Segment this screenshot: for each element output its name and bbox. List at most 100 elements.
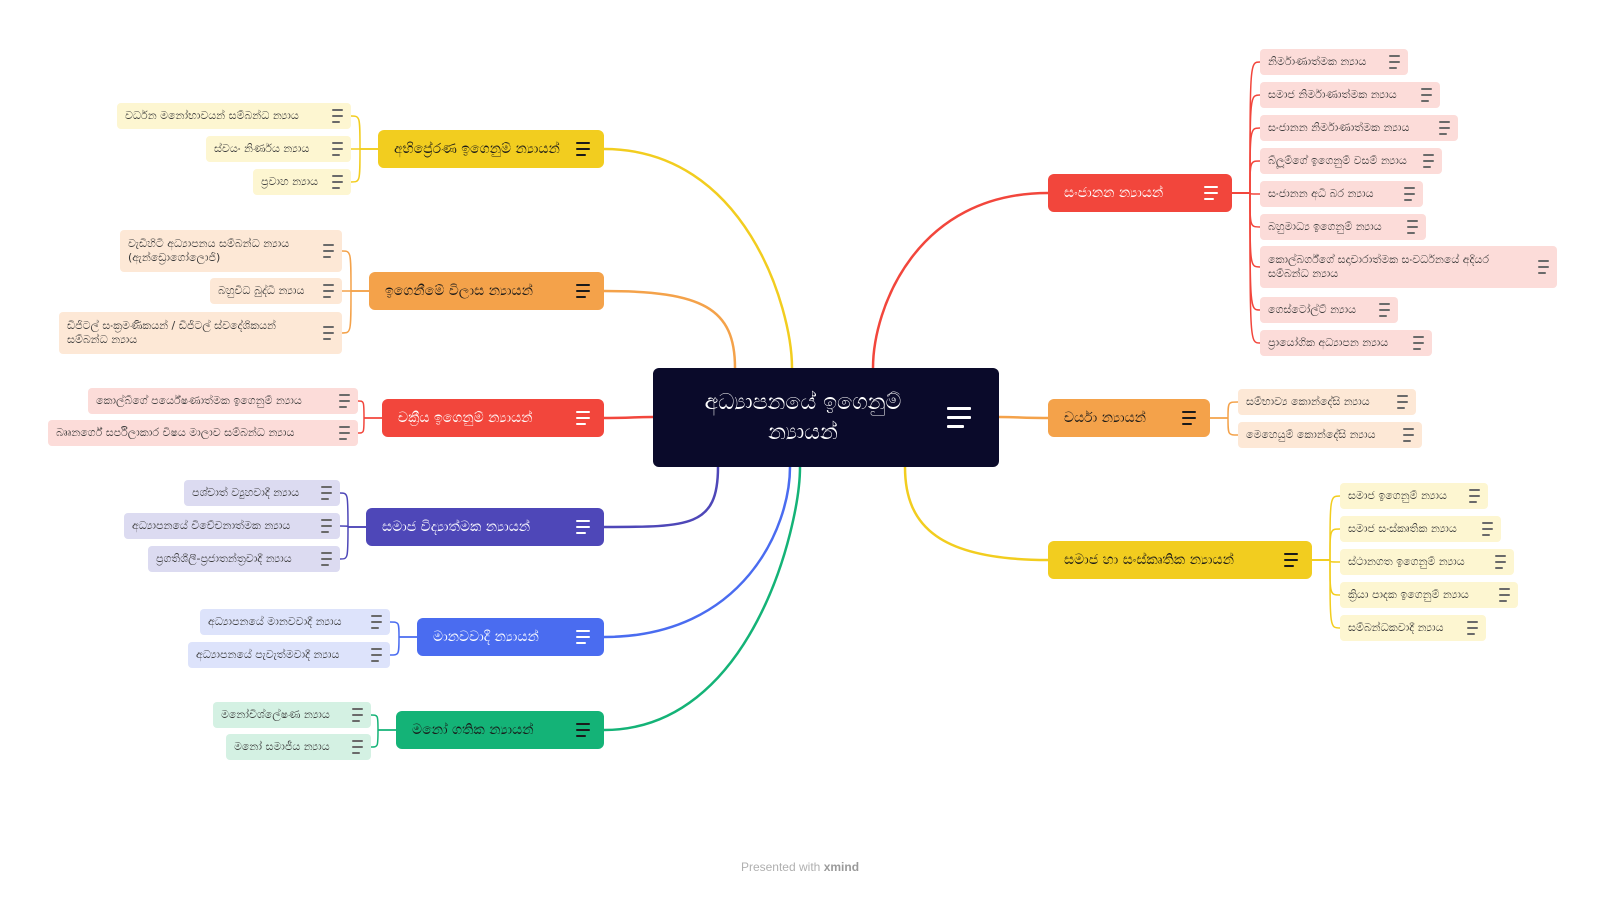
subtopic-label: මෙහෙයුම් කොන්දේසි න්‍යාය [1246, 428, 1376, 441]
subtopic-label: කොල්බර්ග්ගේ සදාචාරාත්මක සංවර්ධනයේ අදියර … [1268, 253, 1489, 280]
notes-icon [332, 140, 343, 158]
notes-icon [1379, 301, 1390, 319]
connector-line [1232, 192, 1261, 268]
subtopic-label: මනෝවිශ්ලේෂණ න්‍යාය [221, 708, 330, 721]
subtopic-label: සමාජ ඉගෙනුම් න්‍යාය [1348, 489, 1447, 502]
subtopic-motivation-3[interactable]: ප්‍රවාහ න්‍යාය [253, 169, 351, 195]
subtopic-sociological-1[interactable]: පශ්චාත් ව්‍යුහවාදී න්‍යාය [184, 480, 340, 506]
connector-line [603, 147, 794, 369]
main-topic-sociocultural[interactable]: සමාජ හා සංස්කෘතික න්‍යායන් [1048, 541, 1312, 579]
main-topic-label: මානවවාදී න්‍යායන් [433, 629, 539, 645]
notes-icon [323, 324, 334, 342]
main-topic-psychodynamic[interactable]: මනෝ ගතික න්‍යායන් [396, 711, 604, 749]
connector-line [1210, 417, 1239, 436]
footer-prefix: Presented with [740, 860, 821, 874]
subtopic-motivation-2[interactable]: ස්වයං නිර්ණය න්‍යාය [206, 136, 351, 162]
subtopic-styles-2[interactable]: බහුවිධ බුද්ධි න්‍යාය [210, 278, 342, 304]
subtopic-label: සම්භාව්‍ය කොන්දේසි න්‍යාය [1246, 395, 1370, 408]
subtopic-cognitive-2[interactable]: සමාජ නිර්මාණාත්මක න්‍යාය [1260, 82, 1440, 108]
connector-line [370, 714, 396, 731]
subtopic-label: ස්වයං නිර්ණය න්‍යාය [214, 142, 310, 155]
subtopic-cognitive-5[interactable]: සංජානන අධි බර න්‍යාය [1260, 181, 1423, 207]
connector-line [998, 415, 1049, 420]
notes-icon [332, 173, 343, 191]
subtopic-sociocultural-1[interactable]: සමාජ ඉගෙනුම් න්‍යාය [1340, 483, 1488, 509]
subtopic-label: අධ්‍යාපනයේ විවේචනාත්මක න්‍යාය [132, 519, 291, 532]
connector-line [1312, 559, 1341, 596]
subtopic-label: සමාජ නිර්මාණාත්මක න්‍යාය [1268, 88, 1397, 101]
subtopic-label: ගෙස්ටෝල්ට් න්‍යාය [1268, 303, 1357, 316]
connector-line [1232, 192, 1261, 311]
notes-icon [576, 518, 590, 536]
connector-line [603, 289, 737, 369]
subtopic-label: ක්‍රියා පාදක ඉගෙනුම් න්‍යාය [1348, 588, 1469, 601]
subtopic-cognitive-1[interactable]: නිර්මාණාත්මක න්‍යාය [1260, 49, 1408, 75]
main-topic-cyclic[interactable]: චක්‍රීය ඉගෙනුම් න්‍යායන් [382, 399, 604, 437]
subtopic-cognitive-8[interactable]: ගෙස්ටෝල්ට් න්‍යාය [1260, 297, 1398, 323]
main-topic-styles[interactable]: ඉගෙනීමේ විලාස න්‍යායන් [369, 272, 604, 310]
main-topic-label: සමාජ හා සංස්කෘතික න්‍යායන් [1064, 552, 1234, 568]
main-topic-sociological[interactable]: සමාජ විද්‍යාත්මක න්‍යායන් [366, 508, 604, 546]
subtopic-cognitive-3[interactable]: සංජානන නිර්මාණාත්මක න්‍යාය [1260, 115, 1458, 141]
notes-icon [1469, 487, 1480, 505]
subtopic-sociological-3[interactable]: ප්‍රගතිශීලී-ප්‍රජාතන්ත්‍රවාදී න්‍යාය [148, 546, 340, 572]
subtopic-label: සමාජ සංස්කෘතික න්‍යාය [1348, 522, 1457, 535]
subtopic-sociological-2[interactable]: අධ්‍යාපනයේ විවේචනාත්මක න්‍යාය [124, 513, 340, 539]
notes-icon [1204, 184, 1218, 202]
subtopic-motivation-1[interactable]: වර්ධන මනෝභාවයන් සම්බන්ධ න්‍යාය [117, 103, 351, 129]
subtopic-sociocultural-5[interactable]: සම්බන්ධකවාදී න්‍යාය [1340, 615, 1486, 641]
subtopic-cognitive-7[interactable]: කොල්බර්ග්ගේ සදාචාරාත්මක සංවර්ධනයේ අදියර … [1260, 246, 1557, 288]
connector-line [370, 729, 396, 748]
connector-line [603, 466, 720, 529]
subtopic-sociocultural-4[interactable]: ක්‍රියා පාදක ඉගෙනුම් න්‍යාය [1340, 582, 1518, 608]
notes-icon [1413, 334, 1424, 352]
main-topic-label: මනෝ ගතික න්‍යායන් [412, 722, 534, 738]
subtopic-label: අධ්‍යාපනයේ මානවවාදී න්‍යාය [208, 615, 342, 628]
connector-line [339, 526, 366, 560]
subtopic-label: ප්‍රවාහ න්‍යාය [261, 175, 319, 188]
notes-icon [1439, 119, 1450, 137]
subtopic-styles-1[interactable]: වැඩිහිටි අධ්‍යාපනය සම්බන්ධ න්‍යාය (ඇන්ඩ්… [120, 230, 342, 272]
subtopic-cyclic-2[interactable]: බෲනර්ගේ සර්පිලාකාර විෂය මාලාව සම්බන්ධ න්… [48, 420, 358, 446]
notes-icon [1482, 520, 1493, 538]
connector-line [1232, 61, 1261, 194]
connector-line [1312, 559, 1341, 563]
connector-line [357, 400, 382, 419]
notes-icon [947, 404, 971, 431]
subtopic-label: අධ්‍යාපනයේ පැවැත්මවාදී න්‍යාය [196, 648, 340, 661]
notes-icon [352, 706, 363, 724]
connector-line [1232, 94, 1261, 194]
root-topic[interactable]: අධ්‍යාපනයේ ඉගෙනුම් න්‍යායන් [653, 368, 999, 467]
subtopic-sociocultural-2[interactable]: සමාජ සංස්කෘතික න්‍යාය [1340, 516, 1501, 542]
subtopic-behavioral-1[interactable]: සම්භාව්‍ය කොන්දේසි න්‍යාය [1238, 389, 1416, 415]
main-topic-humanist[interactable]: මානවවාදී න්‍යායන් [417, 618, 604, 656]
subtopic-label: ප්‍රායෝගික අධ්‍යාපන න්‍යාය [1268, 336, 1389, 349]
main-topic-behavioral[interactable]: චර්යා න්‍යායන් [1048, 399, 1210, 437]
notes-icon [339, 392, 350, 410]
subtopic-cognitive-6[interactable]: බහුමාධ්‍ය ඉගෙනුම් න්‍යාය [1260, 214, 1426, 240]
connector-line [389, 636, 417, 656]
notes-icon [321, 484, 332, 502]
subtopic-behavioral-2[interactable]: මෙහෙයුම් කොන්දේසි න්‍යාය [1238, 422, 1422, 448]
notes-icon [321, 517, 332, 535]
notes-icon [576, 628, 590, 646]
connector-line [339, 492, 366, 528]
subtopic-cognitive-9[interactable]: ප්‍රායෝගික අධ්‍යාපන න්‍යාය [1260, 330, 1432, 356]
subtopic-psychodynamic-1[interactable]: මනෝවිශ්ලේෂණ න්‍යාය [213, 702, 371, 728]
subtopic-cyclic-1[interactable]: කොල්බ්ගේ පර්යේෂණාත්මක ඉගෙනුම් න්‍යාය [88, 388, 358, 414]
main-topic-cognitive[interactable]: සංජානන න්‍යායන් [1048, 174, 1232, 212]
notes-icon [1538, 258, 1549, 276]
main-topic-motivation[interactable]: අභිප්‍රේරණ ඉගෙනුම් න්‍යායන් [378, 130, 604, 168]
subtopic-cognitive-4[interactable]: බ්ලූම්ගේ ඉගෙනුම් වසම් න්‍යාය [1260, 148, 1442, 174]
subtopic-humanist-1[interactable]: අධ්‍යාපනයේ මානවවාදී න්‍යාය [200, 609, 390, 635]
main-topic-label: චර්යා න්‍යායන් [1064, 410, 1147, 426]
connector-line [903, 466, 1049, 562]
subtopic-humanist-2[interactable]: අධ්‍යාපනයේ පැවැත්මවාදී න්‍යාය [188, 642, 390, 668]
connector-line [603, 415, 654, 420]
subtopic-sociocultural-3[interactable]: ස්ථානගත ඉගෙනුම් න්‍යාය [1340, 549, 1514, 575]
connector-line [350, 148, 378, 183]
subtopic-psychodynamic-2[interactable]: මනෝ සමාජීය න්‍යාය [226, 734, 371, 760]
subtopic-styles-3[interactable]: ඩිජිටල් සංක්‍රමණිකයන් / ඩිජිටල් ස්වදේශික… [59, 312, 342, 354]
subtopic-label: බහුමාධ්‍ය ඉගෙනුම් න්‍යාය [1268, 220, 1382, 233]
subtopic-label: ප්‍රගතිශීලී-ප්‍රජාතන්ත්‍රවාදී න්‍යාය [156, 552, 292, 565]
